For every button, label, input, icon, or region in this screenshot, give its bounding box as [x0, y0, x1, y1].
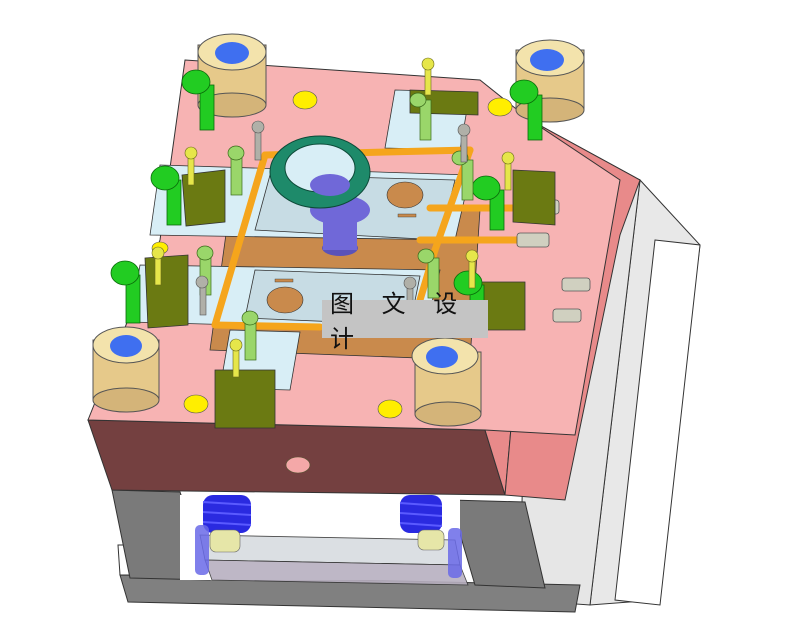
- return-spring-left: [195, 495, 252, 575]
- locating-ring: [269, 135, 371, 256]
- guide-bushing-bottom-left: [92, 326, 160, 413]
- dowel-pins: [196, 92, 474, 361]
- return-spring-right: [399, 495, 462, 578]
- watermark-label: 图 文 设 计: [322, 290, 488, 353]
- locating-dots: [151, 90, 513, 419]
- guide-bushing-bottom-right: [411, 337, 482, 427]
- small-screws: [151, 57, 515, 378]
- guide-bushing-top-left: [197, 33, 267, 118]
